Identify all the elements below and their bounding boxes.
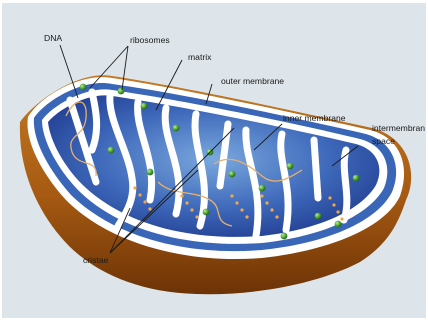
label-outer-membrane: outer membrane	[221, 76, 284, 86]
label-cristae: cristae	[83, 255, 109, 265]
label-dna: DNA	[44, 33, 62, 43]
label-intermembrane-line2: space	[372, 136, 395, 146]
label-inner-membrane: inner membrane	[283, 113, 346, 123]
label-intermembrane-line1: intermembran	[372, 123, 425, 133]
label-ribosomes: ribosomes	[130, 35, 170, 45]
label-matrix: matrix	[188, 52, 212, 62]
